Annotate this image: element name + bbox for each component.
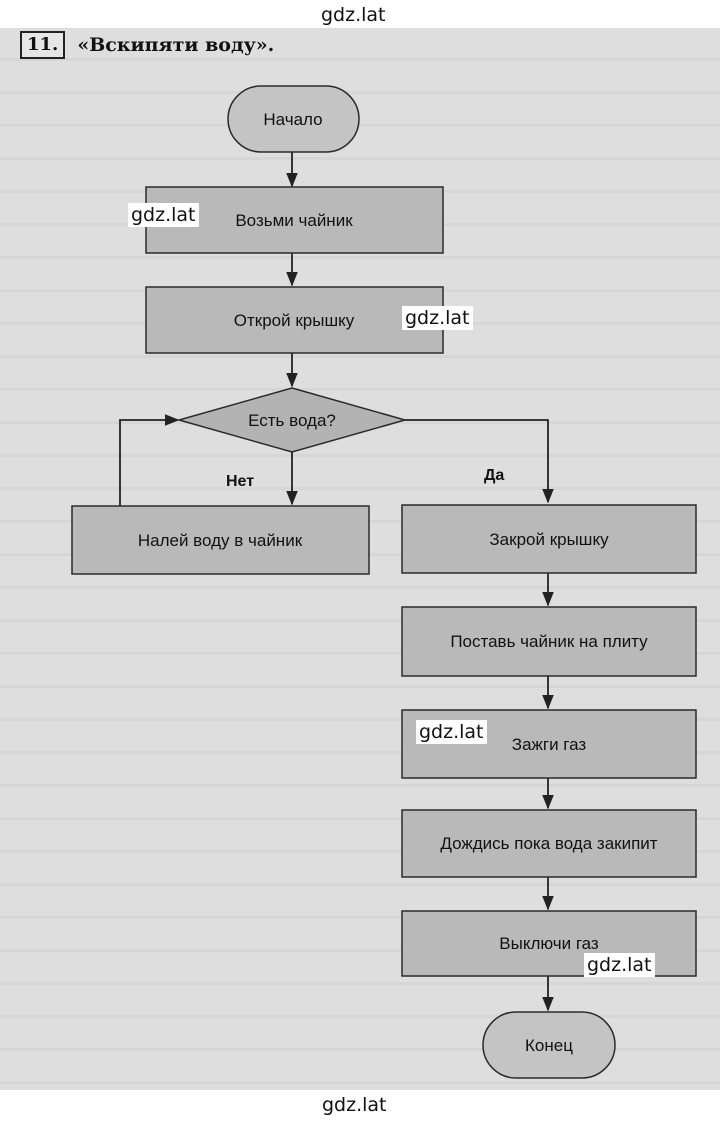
node-close-lid-label: Закрой крышку xyxy=(489,530,609,549)
node-pour-water: Налей воду в чайник xyxy=(71,505,370,575)
node-wait-boil-label: Дождись пока вода закипит xyxy=(440,834,657,853)
node-pour-water-label: Налей воду в чайник xyxy=(138,531,303,550)
watermark-bottom: gdz.lat xyxy=(319,1093,390,1117)
watermark-top: gdz.lat xyxy=(318,3,389,27)
edge-decision-yes xyxy=(405,419,554,504)
node-open-lid: Открой крышку xyxy=(145,286,444,354)
node-open-lid-label: Открой крышку xyxy=(234,311,355,330)
watermark-light-gas: gdz.lat xyxy=(416,720,487,744)
node-decision: Есть вода? xyxy=(176,387,408,453)
node-end: Конец xyxy=(482,1011,616,1079)
node-end-label: Конец xyxy=(525,1036,573,1055)
task-title: «Вскипяти воду». xyxy=(77,34,275,56)
watermark-turn-off-gas: gdz.lat xyxy=(584,953,655,977)
node-decision-label: Есть вода? xyxy=(248,411,336,430)
node-turn-off-gas-label: Выключи газ xyxy=(499,934,599,953)
node-wait-boil: Дождись пока вода закипит xyxy=(401,809,697,878)
node-put-on-stove-label: Поставь чайник на плиту xyxy=(450,632,648,651)
task-header: 11. «Вскипяти воду». xyxy=(20,30,274,60)
edge-loop-back xyxy=(119,414,180,506)
node-take-kettle-label: Возьми чайник xyxy=(235,211,353,230)
node-put-on-stove: Поставь чайник на плиту xyxy=(401,606,697,677)
branch-no-label: Нет xyxy=(226,473,254,490)
task-number: 11. xyxy=(20,31,66,59)
branch-yes-label: Да xyxy=(484,467,504,484)
node-start: Начало xyxy=(227,85,360,153)
node-start-label: Начало xyxy=(263,110,322,129)
watermark-open-lid: gdz.lat xyxy=(402,306,473,330)
node-light-gas-label: Зажги газ xyxy=(512,735,587,754)
watermark-take-kettle: gdz.lat xyxy=(128,203,199,227)
node-close-lid: Закрой крышку xyxy=(401,504,697,574)
